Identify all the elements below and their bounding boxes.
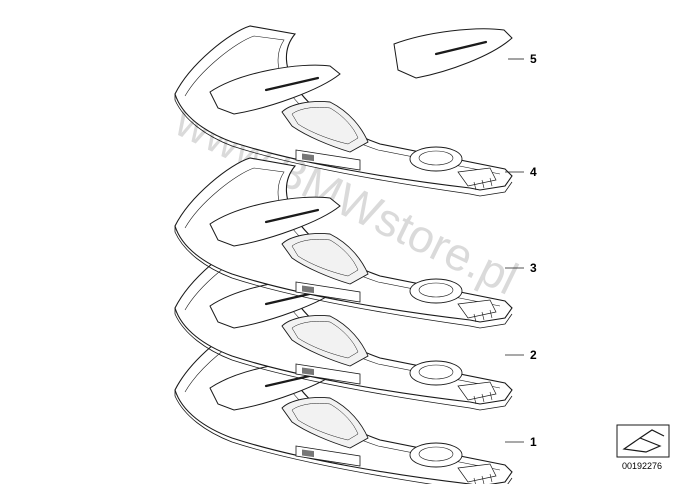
callout-3: 3: [530, 261, 537, 275]
callout-2: 2: [530, 348, 537, 362]
callout-1: 1: [530, 435, 537, 449]
callout-5: 5: [530, 52, 537, 66]
callout-4: 4: [530, 165, 537, 179]
folded-corner-icon: [616, 424, 670, 458]
callout-leaders: [505, 58, 524, 443]
lid-part-5: [393, 28, 513, 79]
reference-number: 00192276: [621, 461, 663, 471]
